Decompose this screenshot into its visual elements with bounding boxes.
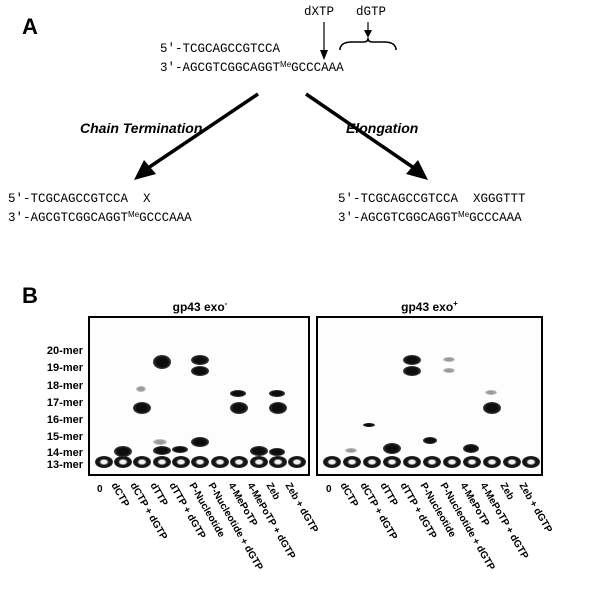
dgtp-arrowhead [364,30,372,38]
branch-arrows [134,92,428,180]
band [230,456,248,468]
band [483,456,501,468]
band [423,437,437,444]
band [345,448,357,453]
ct-top-strand: 5′-TCGCAGCCGTCCA X [8,192,151,206]
band [443,357,455,362]
band [269,448,285,456]
band [114,446,132,457]
band [403,366,421,376]
dxtp-arrowhead [320,50,328,60]
band [153,355,171,369]
mer-label-20: 20-mer [46,345,83,357]
band [269,456,287,468]
band [153,446,171,455]
band [191,456,209,468]
band [211,456,229,468]
gel-left-title: gp43 exo- [172,299,228,314]
band [230,390,246,397]
ct-bottom-strand: 3′-AGCGTCGGCAGGTMeGCCCAAA [8,210,192,225]
panel-b-letter: B [22,283,38,308]
band [503,456,521,468]
band [153,456,171,468]
mer-label-13: 13-mer [46,459,83,471]
band [363,456,381,468]
band [269,402,287,414]
lane-label: Zeb + dGTP [282,481,320,535]
band [343,456,361,468]
mer-label-19: 19-mer [46,362,83,374]
mer-label-14: 14-mer [46,447,83,459]
band [383,443,401,454]
band [463,456,481,468]
band [485,390,497,395]
band [250,456,268,468]
el-bottom-strand: 3′-AGCGTCGGCAGGTMeGCCCAAA [338,210,522,225]
band [383,456,401,468]
panel-a-letter: A [22,14,38,39]
band [463,444,479,453]
band [363,423,375,427]
band [483,402,501,414]
band [403,456,421,468]
dgtp-brace [339,37,397,51]
gel-exo-minus [88,316,310,476]
band [133,456,151,468]
elongation-label: Elongation [346,120,419,136]
mer-label-18: 18-mer [46,380,83,392]
mer-label-17: 17-mer [46,397,83,409]
dgtp-label: dGTP [356,5,387,19]
lane-label: Zeb [497,481,516,502]
band [172,456,190,468]
lane-label: dCTP [337,481,361,510]
band [288,456,306,468]
band [230,402,248,414]
band [443,456,461,468]
left-arrowhead [134,160,156,180]
lane-label: Zeb [263,481,282,502]
right-arrowhead [406,160,428,180]
template-top-strand: 5′-TCGCAGCCGTCCA [160,42,281,56]
band [191,366,209,376]
band [403,355,421,365]
lane-label: 0 [97,484,103,495]
band [443,368,455,373]
lane-label: Zeb + dGTP [516,481,554,535]
el-top-strand: 5′-TCGCAGCCGTCCA XGGGTTT [338,192,526,206]
band [133,402,151,414]
band [522,456,540,468]
band [423,456,441,468]
annotation-arrows [320,22,397,60]
gel-right-title: gp43 exo+ [401,299,458,314]
band [114,456,132,468]
band [191,437,209,447]
template-bottom-strand: 3′-AGCGTCGGCAGGTMeGCCCAAA [160,60,344,75]
chain-termination-label: Chain Termination [80,120,203,136]
band [136,386,146,392]
gel-exo-plus [316,316,543,476]
band [250,446,268,456]
mer-label-16: 16-mer [46,414,83,426]
lane-label: 0 [326,484,332,495]
band [153,439,167,445]
band [95,456,113,468]
band [269,390,285,397]
band [191,355,209,365]
band [172,446,188,453]
dxtp-label: dXTP [304,5,335,19]
mer-label-15: 15-mer [46,431,83,443]
band [323,456,341,468]
